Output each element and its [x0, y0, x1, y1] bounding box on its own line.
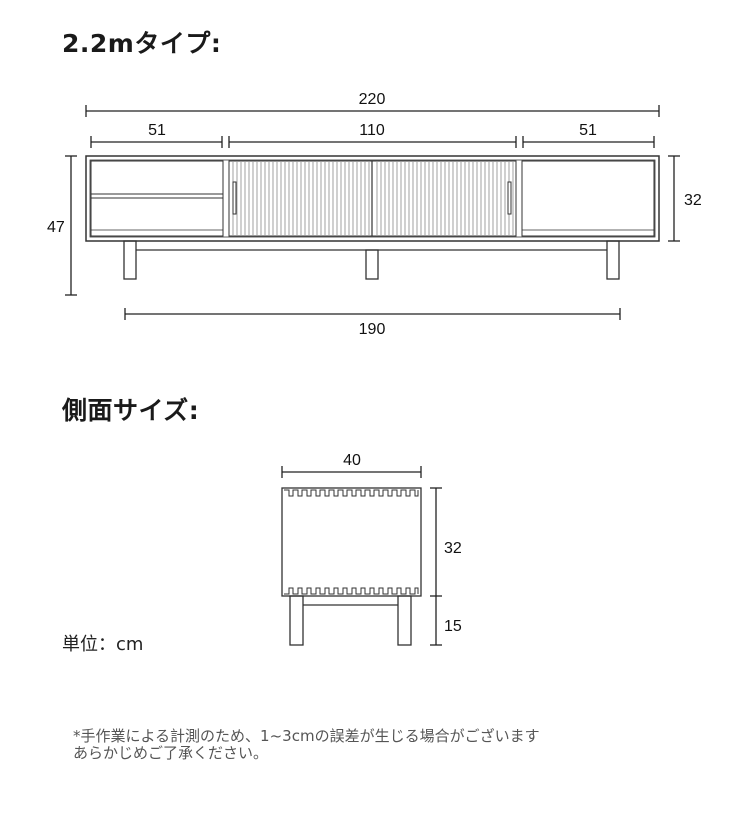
- cabinet-outline: [85, 155, 660, 242]
- left-open-shelf: [90, 160, 224, 237]
- leg-left: [123, 240, 137, 280]
- label-leg-height: 15: [444, 618, 462, 635]
- dim-line-body-height: [668, 155, 680, 242]
- dim-line-total-width: [85, 105, 660, 117]
- dim-line-total-height: [65, 155, 77, 296]
- dim-line-side-body-height: [430, 487, 442, 597]
- dim-line-middle-section: [228, 136, 517, 148]
- dim-line-left-section: [90, 136, 223, 148]
- label-left-section: 51: [148, 122, 166, 139]
- door-handle-left: [232, 181, 237, 215]
- side-leg-back: [397, 595, 412, 646]
- label-total-width: 220: [359, 91, 386, 108]
- tv-stand-side-view: [281, 487, 422, 646]
- measurement-note: *手作業による計測のため、1~3cmの誤差が生じる場合がございます あらかじめご…: [73, 728, 673, 762]
- unit-label: 単位：cm: [62, 634, 144, 655]
- note-line-1: *手作業による計測のため、1~3cmの誤差が生じる場合がございます: [73, 727, 540, 745]
- right-door: [521, 160, 655, 237]
- label-middle-section: 110: [359, 122, 385, 139]
- label-depth: 40: [343, 452, 361, 469]
- door-handle-right: [507, 181, 512, 215]
- slatted-doors: [228, 160, 517, 237]
- side-cabinet-outline: [281, 487, 422, 597]
- label-body-height: 32: [684, 192, 702, 209]
- label-side-body-height: 32: [444, 540, 462, 557]
- label-leg-span: 190: [359, 321, 386, 338]
- tv-stand-front-view: [85, 155, 660, 280]
- label-total-height: 47: [47, 219, 65, 236]
- side-view-heading: 側面サイズ:: [62, 396, 200, 425]
- bottom-groove-edge: [284, 587, 419, 595]
- front-view-heading: 2.2mタイプ:: [62, 29, 222, 58]
- dim-line-leg-span: [124, 308, 621, 320]
- side-leg-front: [289, 595, 304, 646]
- note-line-2: あらかじめご了承ください。: [73, 744, 269, 762]
- dim-line-depth: [281, 466, 422, 478]
- leg-center: [365, 249, 379, 280]
- dim-line-right-section: [522, 136, 655, 148]
- top-groove-edge: [284, 489, 419, 497]
- leg-right: [606, 240, 620, 280]
- label-right-section: 51: [579, 122, 597, 139]
- dim-line-leg-height: [430, 596, 442, 646]
